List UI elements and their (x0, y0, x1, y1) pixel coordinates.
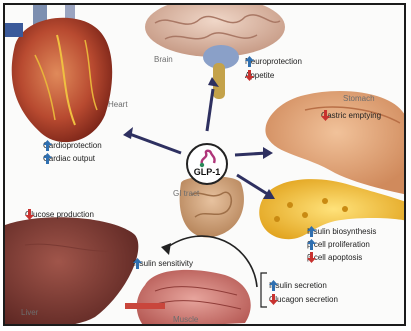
up-arrow-icon (269, 280, 278, 291)
down-arrow-icon (25, 209, 34, 220)
effect-gastric-emptying: Gastric emptying (321, 111, 381, 120)
effect-cardiac-output: Cardiac output (43, 154, 95, 163)
organ-label-brain: Brain (154, 55, 173, 64)
effect-neuroprotection: Neuroprotection (245, 57, 302, 66)
down-arrow-icon (245, 70, 254, 81)
organ-label-gi-tract: GI tract (173, 189, 199, 198)
effect-insulin-secretion: Insulin secretion (269, 281, 327, 290)
effect-label: β cell proliferation (307, 240, 370, 249)
effect-label: Gastric emptying (321, 111, 381, 120)
organ-label-heart: Heart (108, 100, 128, 109)
effect-label: Glucagon secretion (269, 295, 338, 304)
effect-label: Glucose production (25, 210, 94, 219)
down-arrow-icon (269, 294, 278, 305)
organ-label-stomach: Stomach (343, 94, 375, 103)
gi-tract-illustration (180, 176, 244, 237)
stomach-illustration (265, 91, 406, 195)
heart-illustration (5, 5, 112, 142)
effect-label: Insulin biosynthesis (307, 227, 376, 236)
down-arrow-icon (307, 252, 316, 263)
up-arrow-icon (245, 56, 254, 67)
organ-label-muscle: Muscle (173, 315, 198, 324)
up-arrow-icon (133, 258, 142, 269)
effect-glucagon-secretion: Glucagon secretion (269, 295, 338, 304)
down-arrow-icon (321, 110, 330, 121)
effect-beta-cell-apoptosis: β cell apoptosis (307, 253, 362, 262)
glp1-molecule-icon (198, 149, 218, 169)
up-arrow-icon (307, 226, 316, 237)
up-arrow-icon (307, 239, 316, 250)
feedback-arrowhead (161, 243, 171, 255)
up-arrow-icon (43, 140, 52, 151)
effect-appetite: Appetite (245, 71, 274, 80)
effect-glucose-production: Glucose production (25, 210, 94, 219)
effect-cardioprotection: Cardioprotection (43, 141, 102, 150)
effect-beta-cell-proliferation: β cell proliferation (307, 240, 370, 249)
secretion-bracket (261, 273, 267, 307)
effect-label: Insulin sensitivity (133, 259, 193, 268)
effect-insulin-sensitivity: Insulin sensitivity (133, 259, 193, 268)
effect-insulin-biosynthesis: Insulin biosynthesis (307, 227, 376, 236)
glp1-diagram: GLP-1 Brain Heart Stomach GI tract Liver… (3, 3, 406, 326)
up-arrow-icon (43, 153, 52, 164)
glp1-hub: GLP-1 (186, 143, 228, 185)
organ-label-liver: Liver (21, 308, 38, 317)
